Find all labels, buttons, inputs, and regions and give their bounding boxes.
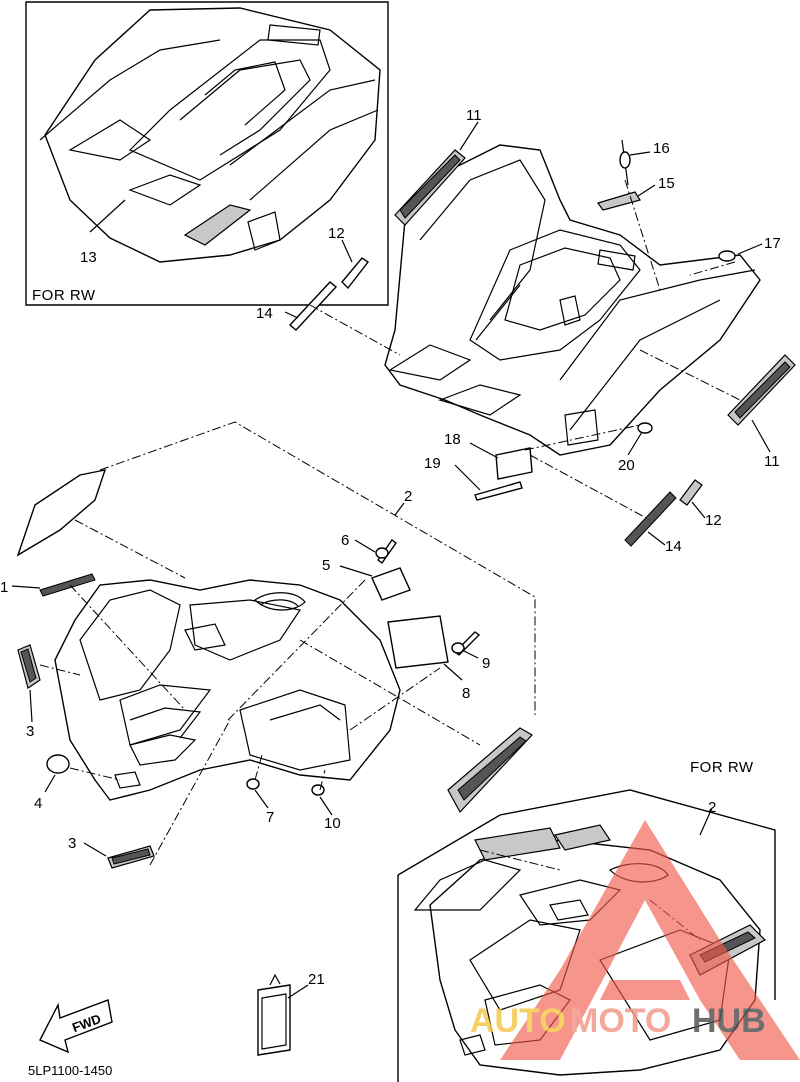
callout-10: 10	[324, 815, 341, 832]
inset-rear-fender-rw: 13 FOR RW	[25, 1, 389, 306]
callout-2-b: 2	[708, 799, 716, 816]
callout-14-a: 14	[256, 305, 273, 322]
callout-1: 1	[0, 579, 8, 596]
callout-7: 7	[266, 809, 274, 826]
callout-2-a: 2	[404, 488, 412, 505]
rear-fender-assembly: 11 12 14 16 15 17 18 19 20 11 12 14	[256, 107, 796, 555]
callout-5: 5	[322, 557, 330, 574]
label-tag-21: 21	[257, 971, 325, 1056]
callout-13: 13	[80, 249, 97, 266]
callout-3-a: 3	[26, 723, 34, 740]
callout-14-b: 14	[665, 538, 682, 555]
part-code: 5LP1100-1450	[28, 1063, 112, 1078]
callout-16: 16	[653, 140, 670, 157]
watermark-auto: AUTO	[470, 1002, 566, 1040]
callout-11-a: 11	[466, 107, 482, 124]
watermark-triangle	[500, 820, 800, 1060]
callout-18: 18	[444, 431, 461, 448]
callout-3-b: 3	[68, 835, 76, 852]
callout-11-b: 11	[764, 453, 780, 470]
callout-12-a: 12	[328, 225, 345, 242]
callout-9: 9	[482, 655, 490, 672]
inset-label-bottom: FOR RW	[690, 759, 754, 776]
callout-19: 19	[424, 455, 441, 472]
watermark-hub: HUB	[692, 1002, 766, 1040]
watermark-inner	[600, 980, 690, 1000]
callout-20: 20	[618, 457, 635, 474]
callout-15: 15	[658, 175, 675, 192]
callout-8: 8	[462, 685, 470, 702]
fwd-arrow: FWD	[39, 999, 113, 1054]
callout-6: 6	[341, 532, 349, 549]
callout-4: 4	[34, 795, 42, 812]
callout-17: 17	[764, 235, 781, 252]
watermark-moto: MOTO	[570, 1002, 671, 1040]
watermark: AUTO MOTO HUB	[470, 820, 800, 1060]
callout-21: 21	[308, 971, 325, 988]
inset-label-top: FOR RW	[32, 287, 96, 304]
callout-12-b: 12	[705, 512, 722, 529]
front-fender-assembly: 2 6 5 1 9 8 3 4 7 10 3	[0, 421, 536, 869]
